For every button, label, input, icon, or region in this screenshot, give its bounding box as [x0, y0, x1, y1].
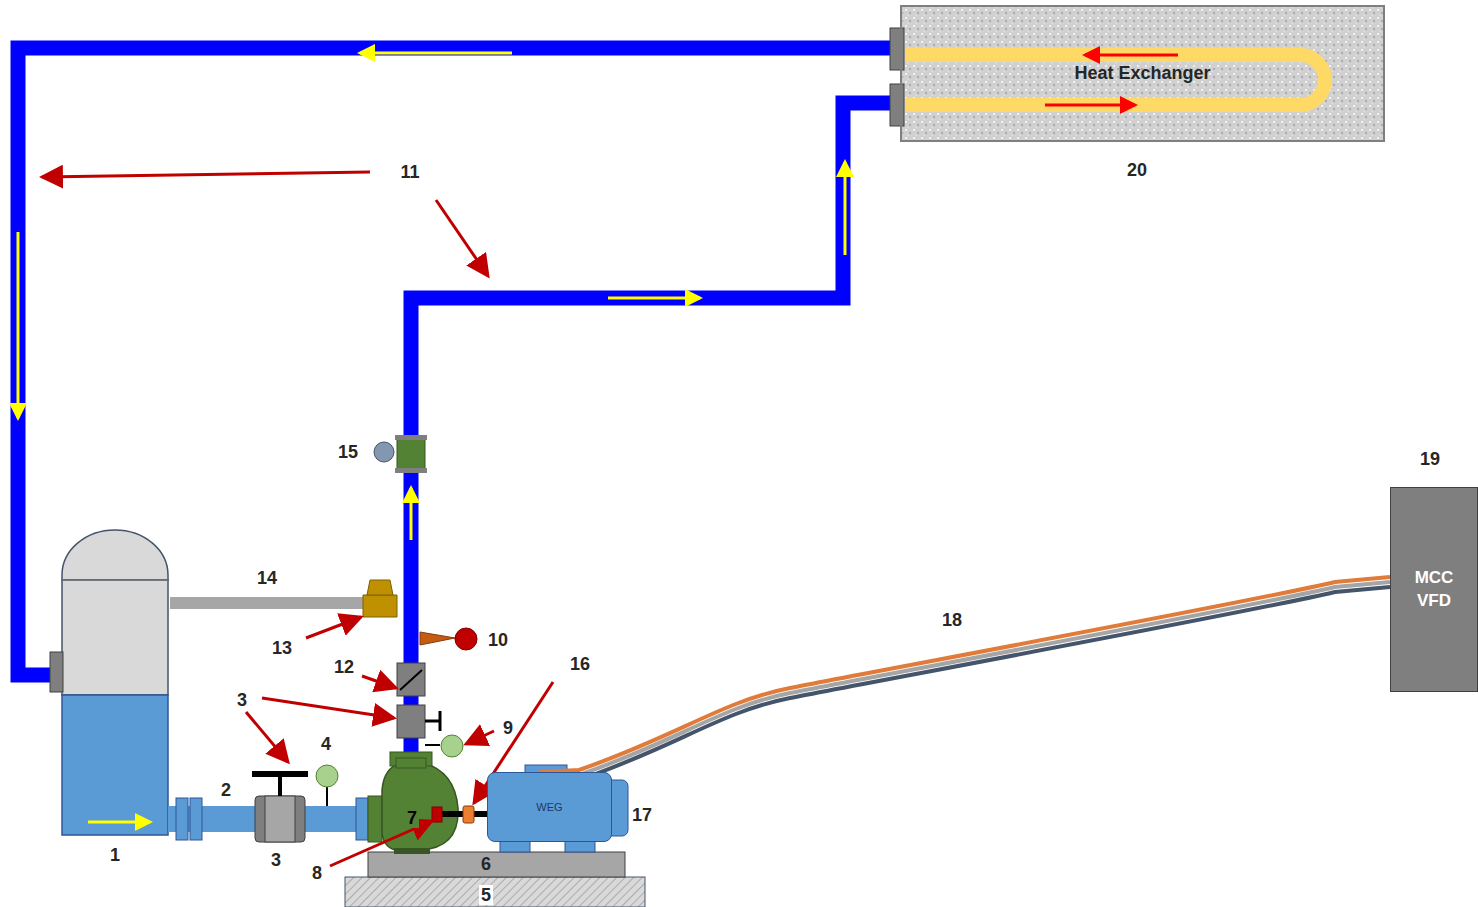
callout-number: 3: [235, 690, 249, 710]
callout-number: 16: [568, 654, 592, 674]
motor-body: WEG: [487, 772, 612, 842]
callout-number: 10: [486, 630, 510, 650]
callout-number: 3: [269, 850, 283, 870]
callout-number: 6: [479, 854, 493, 874]
callout-number: 20: [1125, 160, 1149, 180]
callout-number: 15: [336, 442, 360, 462]
callout-number: 1: [108, 845, 122, 865]
callout-number: 13: [270, 638, 294, 658]
callout-number: 17: [630, 805, 654, 825]
callout-number: 12: [332, 657, 356, 677]
callout-number: 19: [1418, 449, 1442, 469]
callout-number: 11: [398, 162, 421, 182]
callout-number: 14: [255, 568, 279, 588]
callout-number: 4: [319, 734, 333, 754]
callout-number: 2: [219, 780, 233, 800]
node-text: WEG: [536, 801, 562, 813]
callout-number: 9: [501, 718, 515, 738]
callout-number: 8: [310, 863, 324, 883]
mcc-vfd-cabinet: MCC VFD: [1390, 487, 1478, 692]
callout-number: 18: [940, 610, 964, 630]
node-text: MCC VFD: [1404, 567, 1464, 613]
node-text: Heat Exchanger: [1074, 63, 1210, 84]
callout-number: 5: [479, 885, 493, 905]
callout-number: 7: [405, 808, 419, 828]
power-cable: [539, 577, 1390, 782]
heat-exchanger-box: Heat Exchanger: [900, 5, 1385, 142]
